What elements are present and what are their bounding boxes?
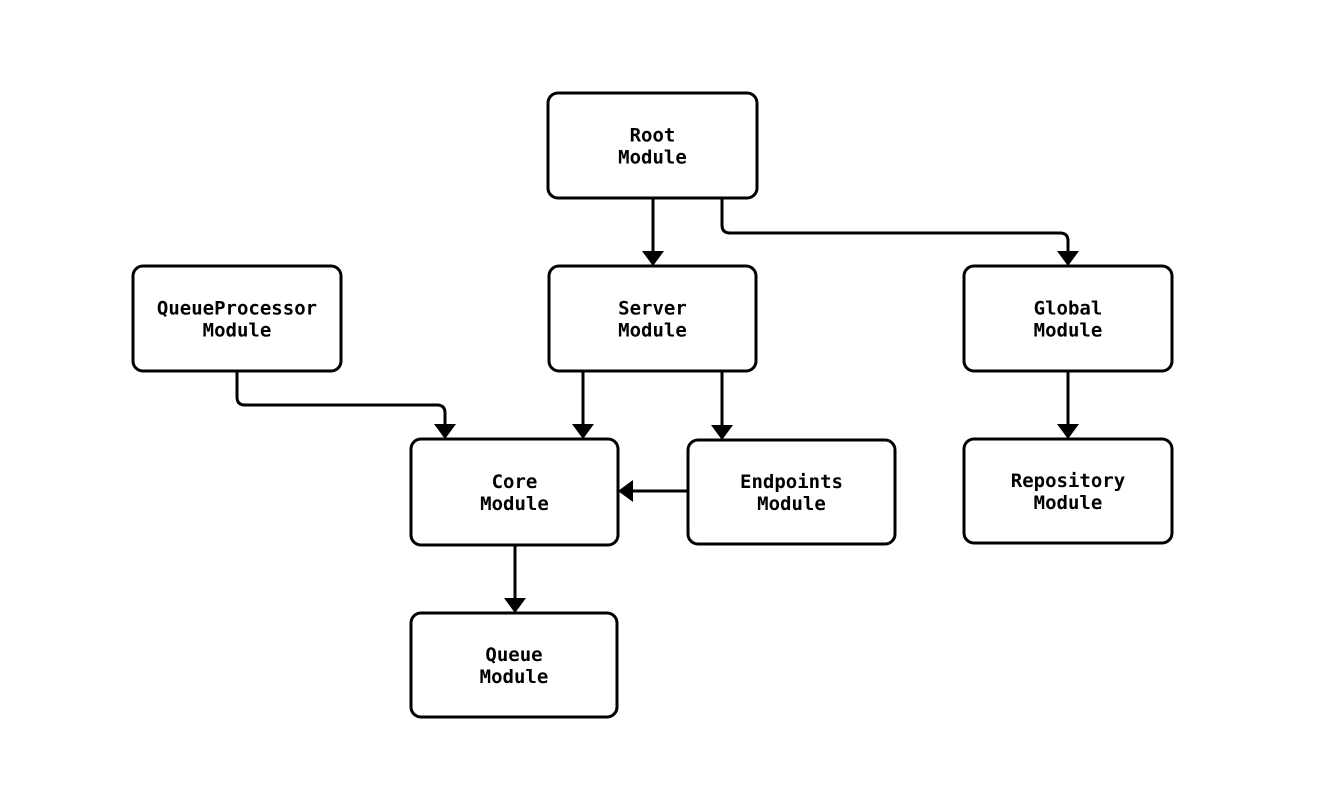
edge-global-to-repository — [1057, 371, 1079, 439]
arrowhead-icon — [642, 251, 664, 266]
arrowhead-icon — [711, 425, 733, 440]
node-label-line: Module — [480, 493, 549, 515]
node-label-line: Module — [480, 666, 549, 688]
node-label-line: Root — [630, 125, 676, 147]
arrowhead-icon — [504, 598, 526, 613]
edge-line — [235, 371, 447, 424]
edge-root-to-global — [720, 198, 1079, 266]
node-label-line: Queue — [485, 644, 542, 666]
node-box — [686, 438, 897, 546]
edge-server-to-endpoints — [711, 371, 733, 440]
edge-server-to-core — [572, 371, 594, 439]
edges-layer — [235, 198, 1079, 613]
node-label-line: Core — [492, 471, 538, 493]
arrowhead-icon — [618, 480, 633, 502]
node-label-line: Module — [757, 493, 826, 515]
node-label-line: Server — [618, 298, 687, 320]
arrowhead-icon — [1057, 251, 1079, 266]
node-label-line: Endpoints — [740, 471, 843, 493]
node-label-line: Repository — [1011, 470, 1125, 492]
edge-endpoints-to-core — [618, 480, 688, 502]
node-box — [962, 264, 1174, 373]
edge-line — [720, 198, 1070, 251]
node-label-line: QueueProcessor — [157, 298, 317, 320]
node-label-line: Module — [1034, 320, 1103, 342]
arrowhead-icon — [434, 424, 456, 439]
node-box — [962, 437, 1174, 545]
node-box — [546, 91, 759, 200]
arrowhead-icon — [1057, 424, 1079, 439]
node-label-line: Global — [1034, 298, 1103, 320]
node-box — [547, 264, 758, 373]
node-label-line: Module — [1034, 492, 1103, 514]
node-box — [131, 264, 343, 373]
arrowhead-icon — [572, 424, 594, 439]
node-label-line: Module — [618, 320, 687, 342]
edge-core-to-queue — [504, 545, 526, 613]
node-label-line: Module — [203, 320, 272, 342]
edge-root-to-server — [642, 198, 664, 266]
node-label-line: Module — [618, 147, 687, 169]
node-box — [409, 611, 619, 719]
edge-queueprocessor-to-core — [235, 371, 456, 439]
node-box — [409, 437, 620, 547]
